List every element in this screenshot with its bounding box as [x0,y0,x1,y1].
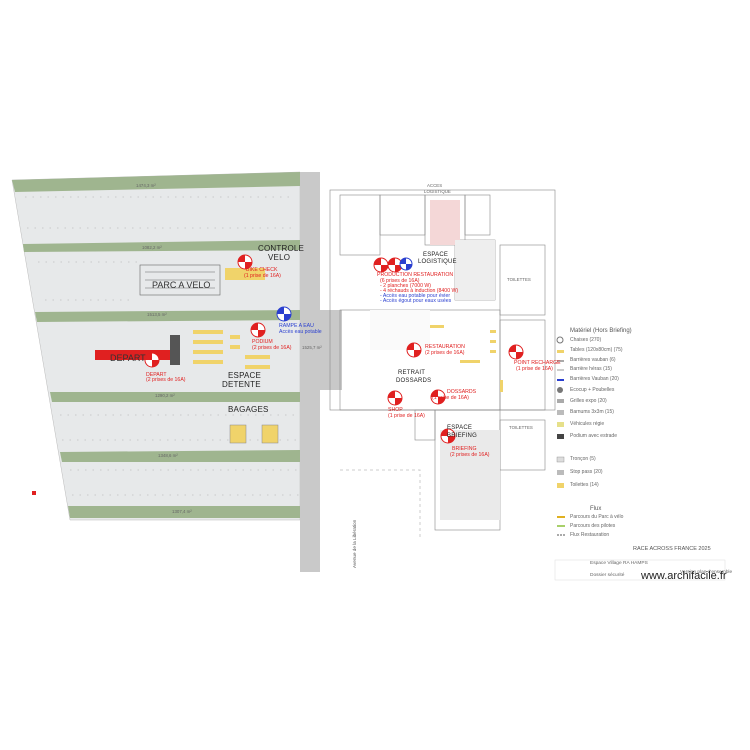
plan-line3: Dossier sécurité [590,573,625,578]
zone-retrait-dossards-l1: RETRAIT [398,370,426,376]
power-production-line: - 4 réchauds à induction (8400 W) [380,288,459,294]
power-markers [144,254,524,444]
legend-item: Véhicules régie [570,421,605,427]
plan-subtitle: Espace Village RA HAMPS [590,561,648,566]
water-point-detail: Accès eau potable [279,329,322,335]
zone-bagages: BAGAGES [228,405,269,414]
flux-line [340,469,421,540]
area-label: 1348,6 m² [158,453,178,458]
power-production-line: - Accès égout pour eaux usées [380,298,452,304]
building-fills [370,200,500,520]
power-depart-title: DEPART [146,372,167,378]
start-gate [170,335,180,365]
zone-acces-logistique-l2: LOGISTIQUE [424,189,451,194]
power-production-line: (6 prises de 16A) [380,278,420,284]
power-production-line: - Accès eau potable pour évier [380,293,451,299]
plan-title: RACE ACROSS FRANCE 2025 [633,546,711,552]
power-briefing-detail: (2 prises de 16A) [450,452,490,458]
power-shop-detail: (1 prise de 16A) [388,413,425,419]
power-production-title: PRODUCTION RESTAURATION [377,272,454,278]
zone-toilettes-bottom: TOILETTES [509,425,533,430]
zone-espace-briefing-l1: ESPACE [447,425,473,431]
area-label: 1525,7 m² [302,345,322,350]
zone-espace-logistique-l1: ESPACE [423,252,449,258]
grass-strips [12,172,300,518]
power-shop-title: SHOP [388,407,403,413]
zone-controle-velo-l2: VELO [268,253,291,262]
zone-controle-velo-l1: CONTROLE [258,244,305,253]
road-label: Avenue de la Libération [352,519,357,568]
legend-item: Toilettes (14) [570,482,599,488]
legend-item: Barrières Vauban (20) [570,376,619,382]
power-production-line: - 2 planches (7000 W) [380,283,432,289]
power-podium-title: PODIUM [252,339,273,345]
power-recharge-title: POINT RECHARGE [514,360,561,366]
red-mark [32,491,36,495]
power-restauration-title: RESTAURATION [425,344,465,350]
legend-item: Barrière héras (15) [570,366,612,372]
area-label: 1290,2 m² [155,393,175,398]
power-briefing-title: BRIEFING [452,446,477,452]
zone-toilettes-top: TOILETTES [507,277,531,282]
zone-espace-briefing-l2: BRIEFING [447,433,477,439]
zone-retrait-dossards-l2: DOSSARDS [396,378,432,384]
power-dossards-detail: (1 prise de 16A) [432,395,469,401]
legend-item: Barnums 3x3m (15) [570,409,614,415]
legend-item: Ecocup + Poubelles [570,387,615,393]
area-label: 1082,2 m² [142,245,162,250]
legend-title: Matériel (Hors Briefing) [570,328,632,334]
legend-flux-item: Flux Restauration [570,532,610,538]
area-label: 1307,4 m² [172,509,192,514]
tables-podium [193,330,270,369]
legend-item: Tronçon (5) [570,456,596,462]
power-podium-detail: (2 prises de 16A) [252,345,292,351]
zone-espace-detente-l1: ESPACE [228,371,262,380]
watermark: www.archifacile.fr [641,570,727,582]
legend-flux-item: Parcours des pilotes [570,523,616,529]
legend-flux-title: Flux [590,506,602,512]
legend-flux-item: Parcours du Parc à vélo [570,514,624,520]
road-junction [300,310,342,390]
zone-acces-logistique-l1: ACCES [427,183,443,188]
power-recharge-detail: (1 prise de 16A) [516,366,553,372]
plan-line3b: Version plan d'ensemble [680,570,733,575]
water-point-title: RAMPE A EAU [279,323,314,329]
power-depart-detail: (2 prises de 16A) [146,377,186,383]
legend-item: Barrières vauban (6) [570,357,616,363]
title-block-frame [554,559,726,581]
power-restauration-detail: (2 prises de 16A) [425,350,465,356]
zone-depart: DEPART [110,353,146,363]
power-bike-check-title: BIKE CHECK [246,267,278,273]
zone-espace-logistique-l2: LOGISTIQUE [418,259,457,265]
power-bike-check-detail: (1 prise de 16A) [244,273,281,279]
legend-item: Podium avec estrade [570,433,617,439]
area-label: 1513,5 m² [147,312,167,317]
baggage-vehicles [229,424,279,444]
power-dossards-title: DOSSARDS [447,389,477,395]
tables-restauration [430,325,503,392]
legend-item: Chaises (270) [570,337,602,343]
zone-espace-detente-l2: DETENTE [222,380,261,389]
zone-parc-a-velo: PARC A VELO [152,280,211,290]
parking-stalls [25,196,302,496]
bike-racks [139,264,265,296]
legend-item: Grilles expo (20) [570,398,607,404]
area-label: 1474,3 m² [136,183,156,188]
legend-symbols [556,336,565,536]
legend-item: Stop pass (20) [570,469,603,475]
legend-item: Tables (120x80cm) (75) [570,347,623,353]
start-ramp [95,350,175,360]
